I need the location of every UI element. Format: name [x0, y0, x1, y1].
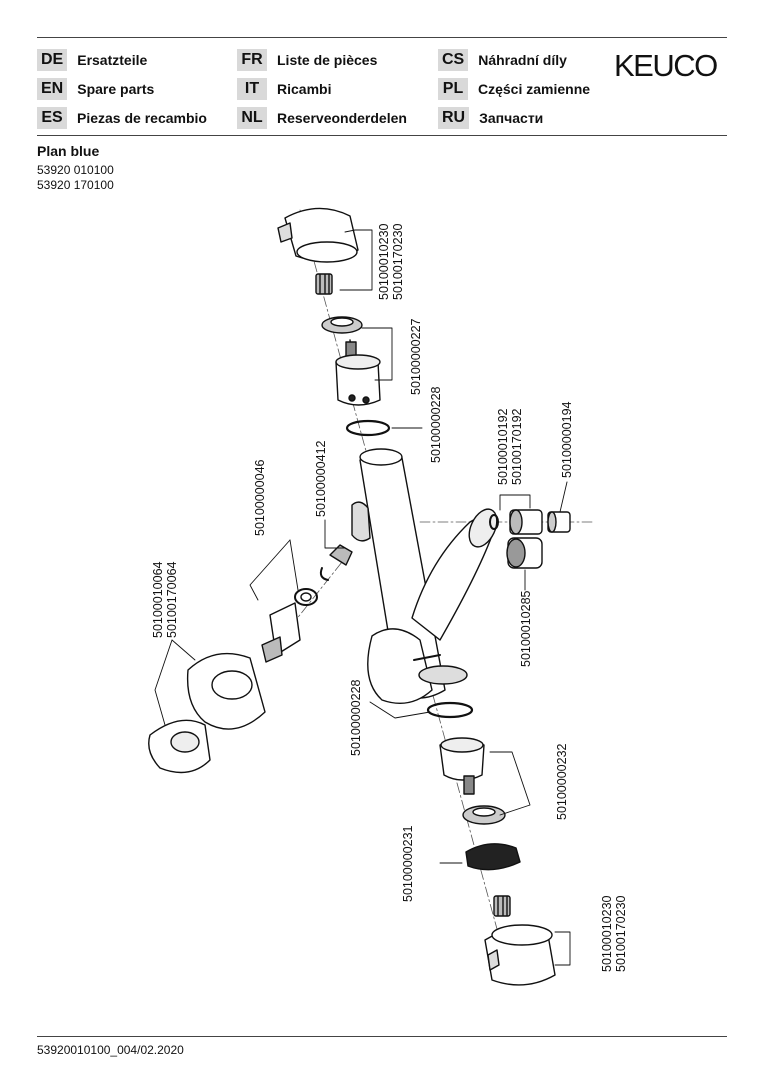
lang-code: DE — [37, 49, 68, 71]
article-number: 53920 170100 — [37, 178, 114, 192]
connector-icon — [261, 588, 318, 663]
lang-code: CS — [438, 49, 469, 71]
part-label: 50100000412 — [314, 440, 328, 517]
lang-code: ES — [37, 107, 67, 129]
lang-code: NL — [237, 107, 267, 129]
lang-label: Ersatzteile — [77, 52, 148, 68]
part-label: 50100010192 — [496, 408, 510, 485]
keuco-logo: KEUCO — [614, 48, 718, 83]
product-title: Plan blue — [37, 143, 100, 159]
lang-label: Spare parts — [77, 81, 155, 97]
lang-nl: NL Reserveonderdelen — [237, 107, 407, 129]
lang-ru: RU Запчасти — [438, 107, 543, 129]
part-label: 50100000046 — [253, 459, 267, 536]
part-label: 50100010230 — [377, 223, 391, 300]
part-label: 50100010230 — [600, 895, 614, 972]
part-label: 50100000228 — [429, 386, 443, 463]
lang-pl: PL Części zamienne — [438, 78, 590, 100]
lang-it: IT Ricambi — [237, 78, 331, 100]
aerator-icon — [489, 509, 571, 569]
footer-rule — [37, 1036, 727, 1037]
lang-cs: CS Náhradní díly — [438, 49, 567, 71]
rosette-icon — [148, 652, 266, 774]
lang-fr: FR Liste de pièces — [237, 49, 377, 71]
lang-label: Piezas de recambio — [77, 110, 207, 126]
lang-label: Liste de pièces — [277, 52, 378, 68]
lang-de: DE Ersatzteile — [37, 49, 147, 71]
part-label: 50100000227 — [409, 318, 423, 395]
leader-lines — [154, 229, 571, 966]
lang-en: EN Spare parts — [37, 78, 154, 100]
adapter-top-icon — [315, 273, 333, 295]
handle-bottom-icon — [484, 924, 556, 986]
document-number: 53920010100_004/02.2020 — [37, 1043, 184, 1057]
part-label: 50100000232 — [555, 743, 569, 820]
adapter-bottom-icon — [493, 895, 511, 917]
lang-label: Запчасти — [479, 110, 544, 126]
lang-label: Reserveonderdelen — [277, 110, 407, 126]
part-label: 50100170230 — [614, 895, 628, 972]
part-label: 50100170230 — [391, 223, 405, 300]
lang-code: PL — [438, 78, 468, 100]
lang-es: ES Piezas de recambio — [37, 107, 207, 129]
lang-label: Náhradní díly — [478, 52, 567, 68]
part-label: 50100010285 — [519, 590, 533, 667]
handle-top-icon — [277, 207, 359, 263]
part-numbers: 50100010230 50100170230 50100000227 5010… — [151, 223, 628, 972]
part-label: 50100000194 — [560, 401, 574, 478]
part-label: 50100000228 — [349, 679, 363, 756]
part-label: 50100170064 — [165, 561, 179, 638]
oring-lower-icon — [426, 701, 474, 719]
lang-label: Ricambi — [277, 81, 332, 97]
article-number: 53920 010100 — [37, 163, 114, 177]
part-label: 50100000231 — [401, 825, 415, 902]
lang-code: IT — [237, 78, 267, 100]
lang-code: FR — [237, 49, 267, 71]
nut-bottom-icon — [462, 805, 506, 825]
clip-icon — [319, 544, 353, 581]
header-rule — [37, 135, 727, 136]
lang-code: EN — [37, 78, 68, 100]
part-label: 50100170192 — [510, 408, 524, 485]
lang-code: RU — [438, 107, 470, 129]
part-label: 50100010064 — [151, 561, 165, 638]
cartridge-top-icon — [335, 339, 381, 406]
cartridge-bottom-icon — [439, 737, 485, 795]
nut-icon — [321, 316, 363, 334]
faucet-body-icon — [351, 448, 498, 704]
oring-upper-icon — [345, 419, 391, 437]
lang-label: Części zamienne — [478, 81, 591, 97]
top-rule — [37, 37, 727, 38]
cap-ring-icon — [465, 843, 521, 871]
